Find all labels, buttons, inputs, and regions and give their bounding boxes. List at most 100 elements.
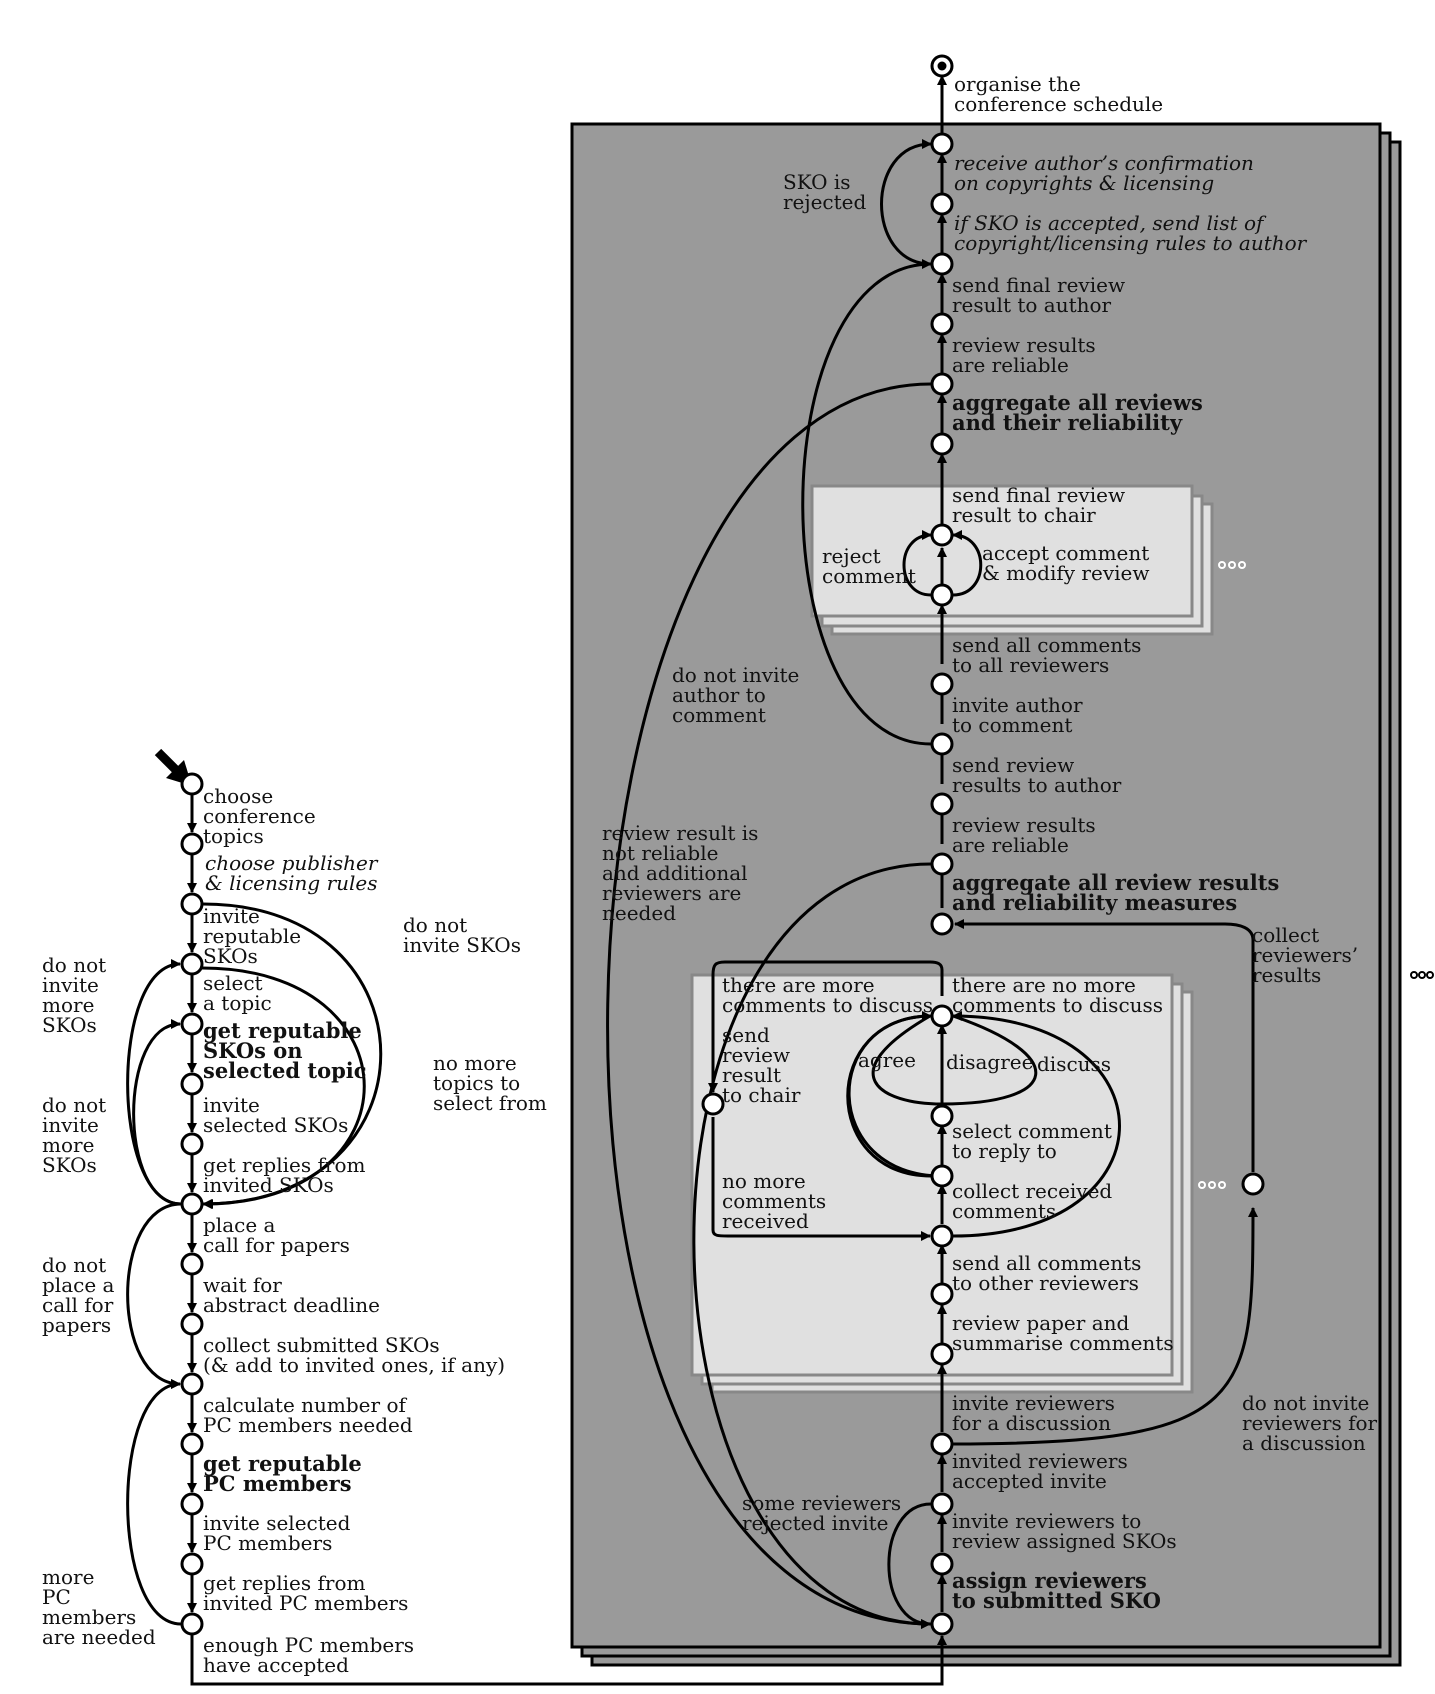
label-line: SKOs: [42, 1013, 97, 1037]
label-line: some reviewers: [742, 1491, 901, 1515]
label-line: calculate number of: [203, 1393, 407, 1417]
label-choose-publisher: choose publisher& licensing rules: [205, 851, 379, 895]
label-line: invite SKOs: [403, 933, 521, 957]
label-line: to other reviewers: [952, 1271, 1139, 1295]
label-line: send review: [952, 753, 1074, 777]
label-line: on copyrights & licensing: [954, 171, 1214, 195]
label-line: choose publisher: [205, 851, 379, 875]
label-line: if SKO is accepted, send list of: [954, 211, 1267, 235]
label-line: reject: [822, 544, 881, 568]
label-line: rejected: [783, 190, 867, 214]
label-line: reputable: [203, 924, 301, 948]
final-state-icon: [930, 54, 954, 78]
label-line: choose: [203, 784, 273, 808]
label-line: & licensing rules: [205, 871, 378, 895]
label-line: more: [42, 1133, 94, 1157]
label-line: get reputable: [203, 1018, 362, 1043]
label-line: assign reviewers: [952, 1568, 1147, 1593]
label-line: comments to discuss: [952, 993, 1163, 1017]
label-line: result to author: [952, 293, 1112, 317]
label-line: PC members: [203, 1531, 332, 1555]
label-line: conference schedule: [954, 92, 1163, 116]
label-line: invited SKOs: [203, 1173, 334, 1197]
label-line: place a: [42, 1273, 115, 1297]
label-line: review assigned SKOs: [952, 1529, 1177, 1553]
label-line: invite selected: [203, 1511, 351, 1535]
label-line: select comment: [952, 1119, 1112, 1143]
label-line: organise the: [954, 72, 1081, 96]
label-line: rejected invite: [742, 1511, 889, 1535]
label-line: needed: [602, 901, 676, 925]
label-line: PC members needed: [203, 1413, 413, 1437]
label-line: disagree: [946, 1050, 1033, 1074]
label-line: comment: [822, 564, 916, 588]
label-line: collect submitted SKOs: [203, 1333, 440, 1357]
label-line: agree: [858, 1048, 916, 1072]
label-line: author to: [672, 683, 766, 707]
label-line: get replies from: [203, 1571, 365, 1595]
label-line: send: [722, 1023, 770, 1047]
outer-review-frame: [570, 122, 1402, 1667]
comment-subframe: [810, 484, 1214, 636]
label-line: SKOs: [203, 944, 258, 968]
label-line: to comment: [952, 713, 1072, 737]
nodes: [180, 132, 1265, 1636]
label-line: more: [42, 993, 94, 1017]
label-disagree: disagree: [946, 1050, 1033, 1074]
label-line: accept comment: [982, 541, 1149, 565]
label-line: invite: [203, 1093, 260, 1117]
label-line: aggregate all review results: [952, 870, 1279, 895]
label-line: there are no more: [952, 973, 1136, 997]
label-accept-comment: accept comment& modify review: [982, 541, 1149, 585]
label-line: SKO is: [783, 170, 851, 194]
label-line: PC members: [203, 1471, 352, 1496]
label-line: not reliable: [602, 841, 718, 865]
label-line: selected topic: [203, 1058, 367, 1083]
label-line: aggregate all reviews: [952, 390, 1203, 415]
label-line: invite reviewers to: [952, 1509, 1141, 1533]
label-line: to reply to: [952, 1139, 1057, 1163]
label-line: enough PC members: [203, 1633, 414, 1657]
label-line: results: [1252, 963, 1321, 987]
label-line: are reliable: [952, 833, 1069, 857]
label-line: invite: [42, 973, 99, 997]
label-line: (& add to invited ones, if any): [203, 1353, 505, 1377]
label-line: no more: [433, 1051, 517, 1075]
label-line: invite: [42, 1113, 99, 1137]
label-line: SKOs: [42, 1153, 97, 1177]
label-line: collect: [1252, 923, 1319, 947]
label-line: send all comments: [952, 633, 1141, 657]
label-line: select: [203, 971, 263, 995]
label-discuss: discuss: [1037, 1052, 1111, 1076]
label-line: comments: [952, 1199, 1056, 1223]
label-line: do not: [403, 913, 467, 937]
